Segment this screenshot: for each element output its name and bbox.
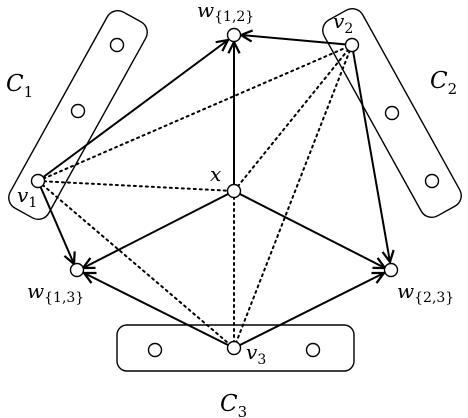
label-v3: v3 xyxy=(246,340,266,368)
label-w13: w{1,3} xyxy=(27,279,84,306)
label-c3: C3 xyxy=(220,391,247,418)
node-v1 xyxy=(30,173,46,189)
node-c3-b xyxy=(305,342,321,358)
node-x xyxy=(226,183,242,199)
node-w23 xyxy=(383,262,399,278)
node-w13 xyxy=(69,262,85,278)
node-c1-a xyxy=(109,37,125,53)
arrow-v2-w12 xyxy=(241,35,353,46)
label-v2: v2 xyxy=(333,9,353,37)
node-c2-b xyxy=(424,173,440,189)
cluster-c1-box xyxy=(8,9,148,221)
arrow-x-w13 xyxy=(83,190,235,268)
arrow-x-w23 xyxy=(233,190,385,268)
nodes xyxy=(30,27,440,358)
label-c2: C2 xyxy=(430,68,457,98)
arrow-v3-w13 xyxy=(84,273,235,349)
arrow-v3-w23 xyxy=(233,273,384,349)
arrow-v1-w12 xyxy=(37,40,228,182)
node-v2 xyxy=(344,37,360,53)
label-w23: w{2,3} xyxy=(397,279,454,306)
dotted-edge-v1-x xyxy=(37,180,235,192)
label-w12: w{1,2} xyxy=(197,0,254,25)
arrow-v1-w13 xyxy=(37,180,74,264)
label-v1: v1 xyxy=(17,183,37,211)
node-c3-a xyxy=(147,342,163,358)
node-c1-b xyxy=(70,103,86,119)
cluster-c3-box xyxy=(116,324,355,372)
node-w12 xyxy=(226,27,242,43)
label-x: x xyxy=(210,162,221,186)
node-c2-a xyxy=(384,105,400,121)
solid-edges xyxy=(37,35,390,349)
dotted-edge-v2-v3 xyxy=(233,44,353,349)
dotted-edge-x-v2 xyxy=(233,44,353,192)
dotted-edges xyxy=(37,44,353,349)
arrow-v2-w23 xyxy=(351,44,390,262)
label-c1: C1 xyxy=(6,71,33,101)
dotted-edge-v1-v3 xyxy=(37,180,235,349)
cluster-c2-box xyxy=(322,7,462,219)
node-v3 xyxy=(226,340,242,356)
